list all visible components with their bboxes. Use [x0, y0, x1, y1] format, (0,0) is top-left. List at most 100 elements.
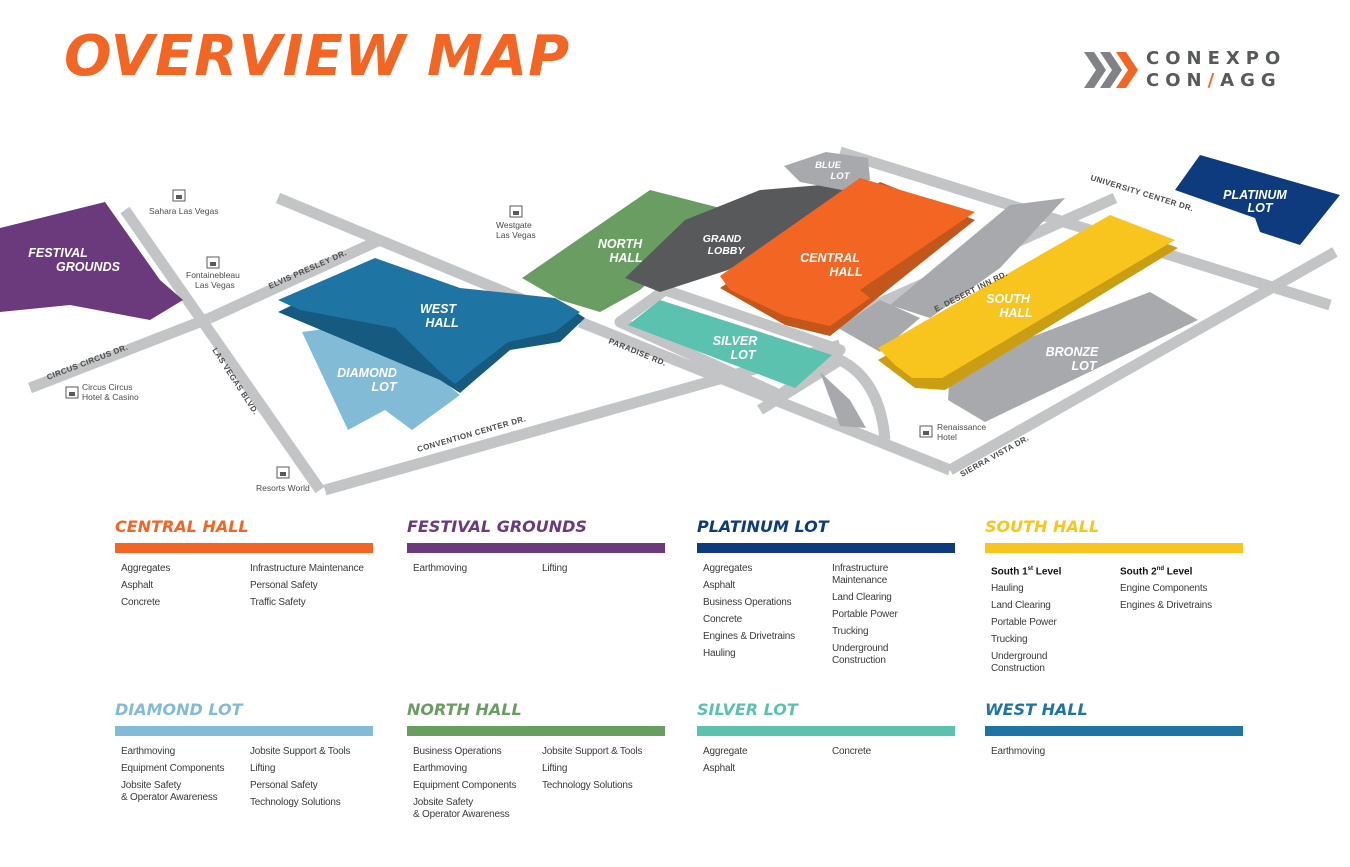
legend-item: Land Clearing [991, 600, 1051, 612]
svg-text:Sahara Las Vegas: Sahara Las Vegas [149, 206, 218, 216]
legend-color-bar [985, 543, 1243, 553]
legend-item: Portable Power [832, 609, 898, 620]
legend-color-bar [407, 726, 665, 736]
legend-item: Earthmoving [413, 763, 467, 774]
silver-lot-zone [628, 300, 832, 388]
legend-title: SOUTH HALL [985, 517, 1100, 536]
legend-title: FESTIVAL GROUNDS [407, 517, 587, 536]
hotel-icon [276, 466, 290, 479]
legend-title: NORTH HALL [407, 700, 522, 719]
hotel-icon [919, 425, 933, 438]
legend-item: Business Operations [413, 746, 502, 757]
ramp-lot [890, 198, 1065, 318]
page-title: OVERVIEW MAP [64, 24, 571, 89]
legend-color-bar [985, 726, 1243, 736]
legend-item: Concrete [121, 597, 160, 608]
legend-item: Business Operations [703, 597, 792, 608]
legend-title: WEST HALL [985, 700, 1088, 719]
legend-item: Lifting [542, 763, 568, 774]
legend-color-bar [407, 543, 665, 553]
logo-line-2: CON/AGG [1146, 70, 1282, 91]
legend-item: Engines & Drivetrains [1120, 600, 1212, 612]
legend-item: Infrastructure Maintenance [250, 563, 364, 574]
legend-item: Underground Construction [991, 651, 1048, 675]
legend-item: Infrastructure Maintenance [832, 563, 889, 586]
legend-item: Technology Solutions [250, 797, 341, 808]
legend-item: Trucking [832, 626, 869, 637]
blue-lot-zone [784, 152, 870, 190]
legend-item: Asphalt [703, 580, 735, 591]
west-hall-zone [278, 258, 580, 384]
legend-column: Earthmoving [985, 746, 1114, 763]
connector-lot [838, 300, 920, 352]
legend-item: Jobsite Support & Tools [542, 746, 643, 757]
festival-grounds-zone [0, 202, 183, 320]
road-silver-ring [614, 284, 846, 401]
conexpo-logo: CONEXPO CON/AGG [1084, 48, 1294, 96]
ramp-small [820, 372, 866, 428]
road-paradise [577, 316, 953, 476]
road-university-center [838, 146, 1332, 311]
legend-color-bar [115, 543, 373, 553]
legend-item: Concrete [832, 746, 871, 757]
legend-column: Concrete [826, 746, 955, 780]
legend-item: Hauling [703, 648, 736, 659]
legend-title: CENTRAL HALL [115, 517, 249, 536]
legend-item: Aggregates [121, 563, 171, 574]
hotel-icon [206, 256, 220, 269]
legend-item: Portable Power [991, 617, 1057, 629]
legend-item: Asphalt [121, 580, 153, 591]
legend-column: Earthmoving [407, 563, 536, 580]
logo-wordmark: CONEXPO CON/AGG [1146, 48, 1286, 92]
legend-item: Aggregate [703, 746, 748, 757]
legend-item: Personal Safety [250, 580, 318, 591]
diamond-lot-zone [302, 325, 460, 430]
legend-item: Hauling [991, 583, 1024, 595]
chevron-logo-icon [1084, 52, 1138, 88]
north-hall-zone [522, 190, 728, 312]
legend-item: Jobsite Support & Tools [250, 746, 351, 757]
legend-item: Lifting [250, 763, 276, 774]
legend-item: Jobsite Safety & Operator Awareness [413, 797, 510, 820]
legend-item: Traffic Safety [250, 597, 306, 608]
legend-level-heading: South 1st Level [991, 566, 1062, 578]
legend-level-heading: South 2nd Level [1120, 566, 1193, 578]
legend-item: Land Clearing [832, 592, 892, 603]
legend-item: Engines & Drivetrains [703, 631, 795, 642]
poi-resorts-world: Resorts World [256, 466, 310, 493]
bronze-lot-zone [948, 292, 1198, 422]
